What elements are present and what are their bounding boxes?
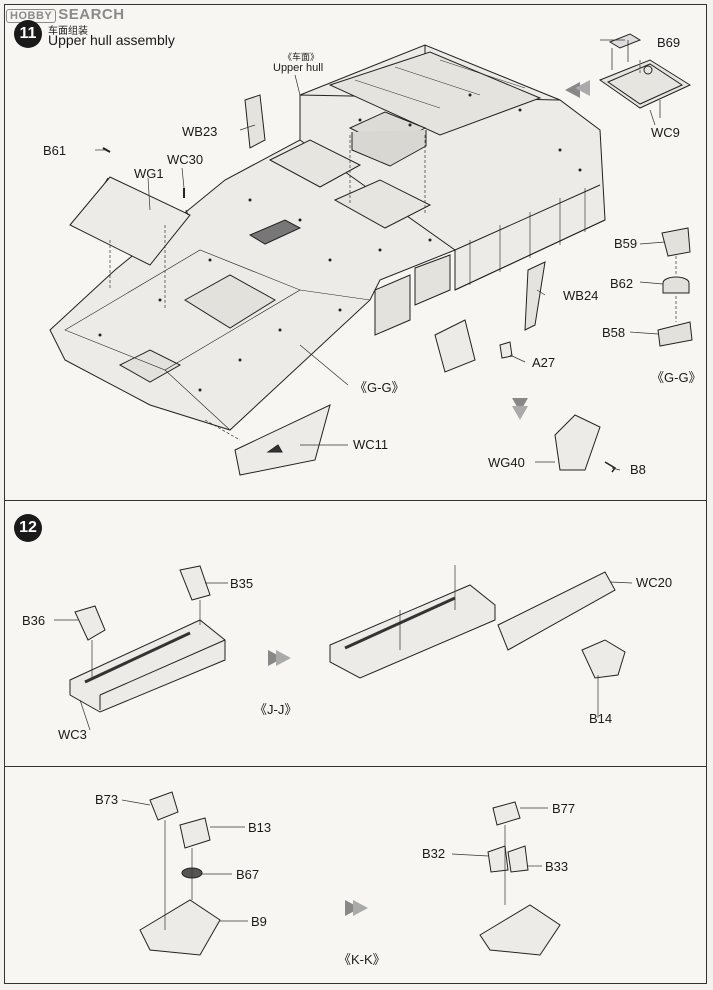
step-title-cn: 车面组装	[48, 26, 88, 37]
section-ref-k-k: 《K-K》	[338, 952, 386, 967]
panel-divider-1	[4, 500, 707, 501]
part-label-wc3: WC3	[58, 727, 87, 742]
part-label-wc20: WC20	[636, 575, 673, 590]
part-label-wg40: WG40	[488, 455, 525, 470]
part-label-wb24: WB24	[563, 288, 599, 303]
part-label-a27: A27	[532, 355, 556, 370]
part-label-b9: B9	[251, 914, 267, 929]
part-label-wg1: WG1	[134, 166, 164, 181]
section-ref-g-g-sub: 《G-G》	[651, 370, 702, 385]
part-label-wc11: WC11	[353, 437, 389, 452]
step12-drawing	[69, 565, 626, 713]
side-plates-drawing	[244, 94, 546, 331]
part-label-wc30: WC30	[167, 152, 204, 167]
section-ref-j-j: 《J-J》	[254, 702, 298, 717]
g-g-subassembly-drawing	[657, 227, 693, 347]
part-label-b13: B13	[248, 820, 272, 835]
assembly-arrow-icon	[512, 80, 590, 420]
part-label-b35: B35	[230, 576, 254, 591]
leader-lines-13	[121, 799, 548, 930]
part-label-b69: B69	[657, 35, 681, 50]
part-label-b59: B59	[614, 236, 638, 251]
part-label-b58: B58	[602, 325, 626, 340]
part-label-b62: B62	[610, 276, 634, 291]
part-label-b8: B8	[630, 462, 646, 477]
wg1-panel-drawing	[69, 176, 191, 266]
leader-lines-12	[54, 565, 633, 731]
wc11-plate-drawing	[234, 404, 331, 476]
part-label-wc9: WC9	[651, 125, 680, 140]
part-label-b73: B73	[95, 792, 119, 807]
section-ref-g-g-main: 《G-G》	[354, 380, 405, 395]
step-title-en: Upper hull assembly	[48, 32, 175, 48]
part-label-b36: B36	[22, 613, 46, 628]
step13-drawing	[139, 791, 561, 956]
wg40-door-drawing	[434, 319, 617, 473]
upper-hull-drawing	[49, 44, 606, 431]
part-label-b61: B61	[43, 143, 67, 158]
part-label-b67: B67	[236, 867, 260, 882]
wc9-hatch-drawing	[598, 33, 692, 118]
panel-divider-2	[4, 766, 707, 767]
upper-hull-label-en: Upper hull	[273, 62, 324, 74]
upper-hull-label-cn: 《车面》	[283, 53, 320, 63]
assembly-arrow-icon-13	[345, 900, 368, 916]
part-label-b32: B32	[422, 846, 446, 861]
assembly-arrow-icon-12	[268, 650, 291, 666]
step-number-11: 11	[14, 20, 42, 48]
leader-lines-11	[95, 39, 666, 471]
part-label-b14: B14	[589, 711, 613, 726]
watermark-text: SEARCH	[58, 6, 125, 23]
part-label-b77: B77	[552, 801, 576, 816]
part-label-wb23: WB23	[182, 124, 218, 139]
step-number-12: 12	[14, 514, 42, 542]
part-label-b33: B33	[545, 859, 569, 874]
